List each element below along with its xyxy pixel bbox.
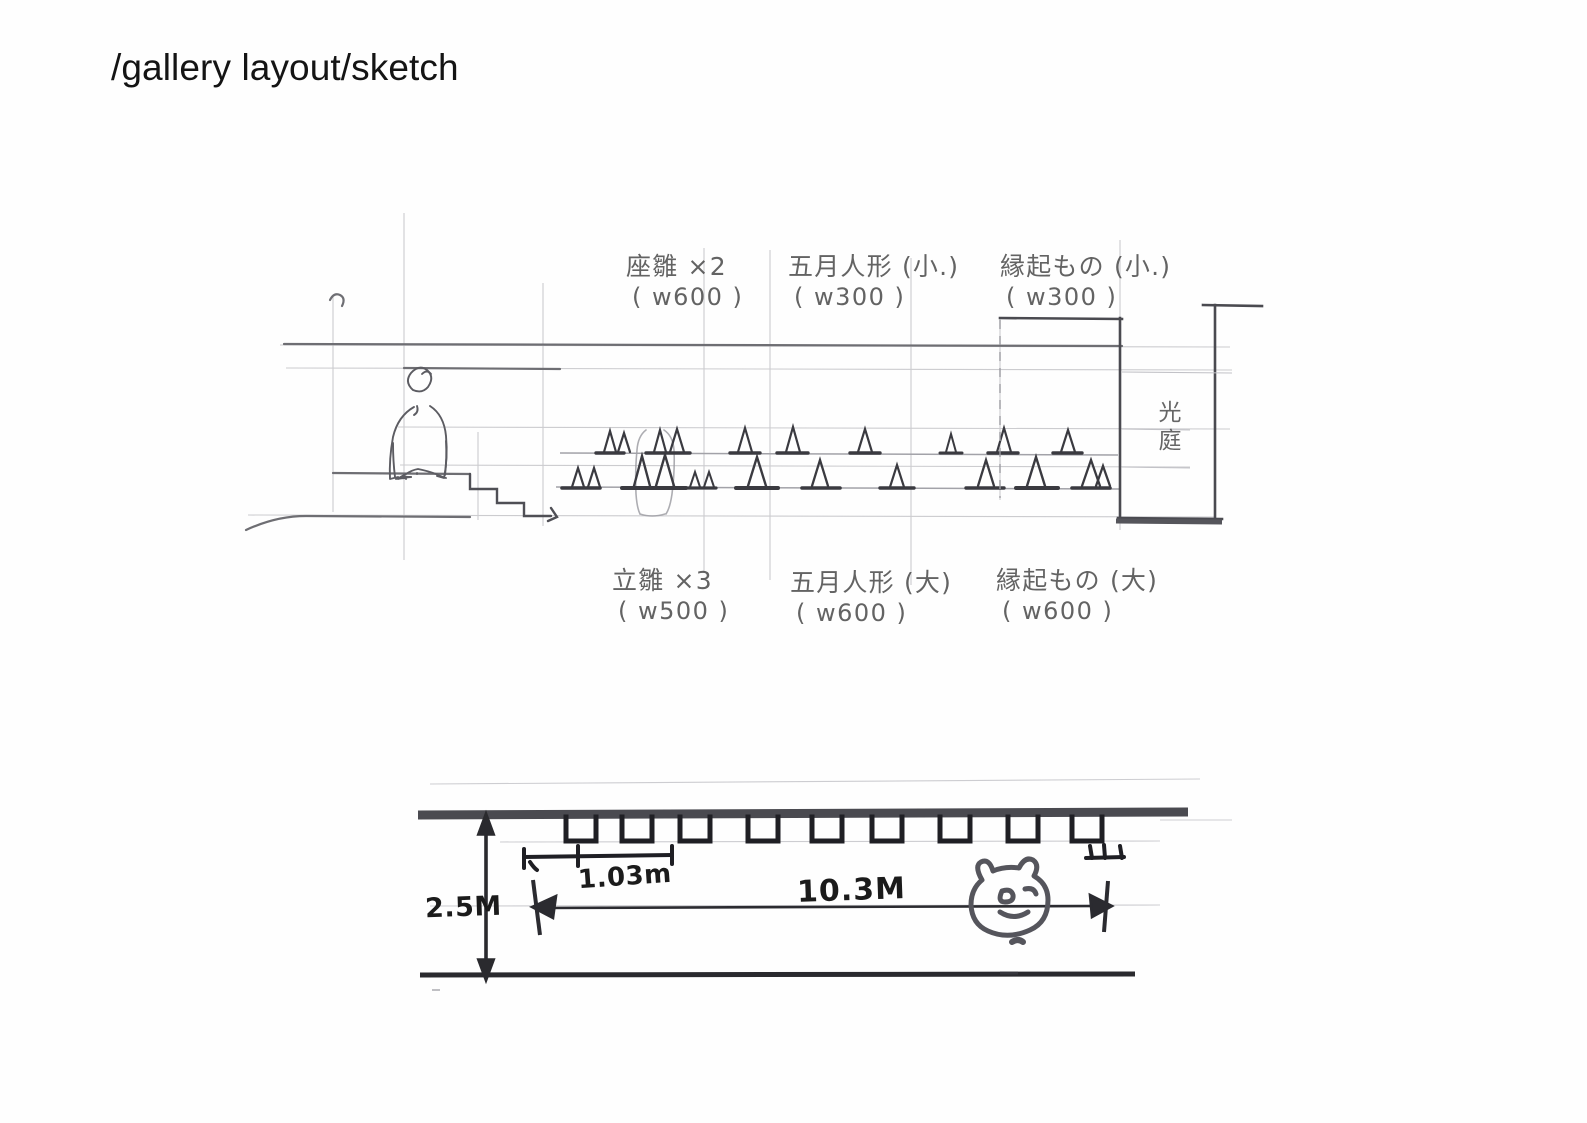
label-tachi-bina-line2: ( w500 ) [618,596,730,625]
label-engimono-large: 縁起もの (大) ( w600 ) [996,566,1158,626]
label-engimono-lg-line1: 縁起もの (大) [996,566,1159,595]
dim-line-10-3m [529,879,1115,936]
light-court-ground-slab [1115,518,1223,525]
plan-top-wall [417,807,1189,820]
standing-person-figure [388,366,448,480]
elevation-structure [244,293,1124,532]
plan-pedestal [677,814,713,844]
label-gogatsu-sm-line2: ( w300 ) [794,282,906,311]
label-light-court: 光庭 [1154,400,1180,456]
label-za-bina-line1: 座雛 ×2 [626,252,727,281]
label-engimono-sm-line1: 縁起もの (小.) [1000,252,1172,281]
plan-pedestal [869,814,905,844]
label-engimono-sm-line2: ( w300 ) [1006,282,1118,311]
light-court-shaft [998,303,1264,522]
label-gogatsu-lg-line1: 五月人形 (大) [790,568,953,597]
dimension-text-depth: 2.5M [424,890,503,925]
label-gogatsu-lg-line2: ( w600 ) [796,598,908,627]
label-gogatsu-sm-line1: 五月人形 (小.) [788,252,960,281]
dim-line-2-5m [476,809,496,985]
plan-bottom-wall [419,971,1136,978]
plan-pedestal [563,814,599,844]
label-gogatsu-ningyo-large: 五月人形 (大) ( w600 ) [790,568,952,628]
plan-pedestal [1069,814,1105,844]
plan-pedestal [809,814,845,844]
upper-shelf-display-items [594,422,1084,455]
label-engimono-lg-line2: ( w600 ) [1002,596,1114,625]
label-tachi-bina: 立雛 ×3 ( w500 ) [612,566,729,626]
plan-pedestal [937,814,973,844]
label-engimono-small: 縁起もの (小.) ( w300 ) [1000,252,1171,312]
plan-pedestal-row [563,814,1105,844]
page-title: /gallery layout/sketch [111,47,459,88]
stray-pencil-marks [432,971,1018,991]
label-tachi-bina-line1: 立雛 ×3 [612,566,713,595]
second-person-figure-faint [634,429,676,517]
dimension-text-overall-run: 10.3M [796,871,907,910]
plan-pedestal [1005,814,1041,844]
cat-face-doodle [968,856,1051,945]
label-gogatsu-ningyo-small: 五月人形 (小.) ( w300 ) [788,252,959,312]
dim-tick-right-end [1084,843,1126,860]
elevation-stair [468,472,559,523]
label-za-bina: 座雛 ×2 ( w600 ) [626,252,743,312]
lower-shelf-display-items [560,450,1112,490]
dim-line-1-03m [522,844,674,872]
label-za-bina-line2: ( w600 ) [632,282,744,311]
plan-pedestal [745,814,781,844]
light-court-faint-guides [1121,371,1233,469]
plan-pedestal [619,814,655,844]
